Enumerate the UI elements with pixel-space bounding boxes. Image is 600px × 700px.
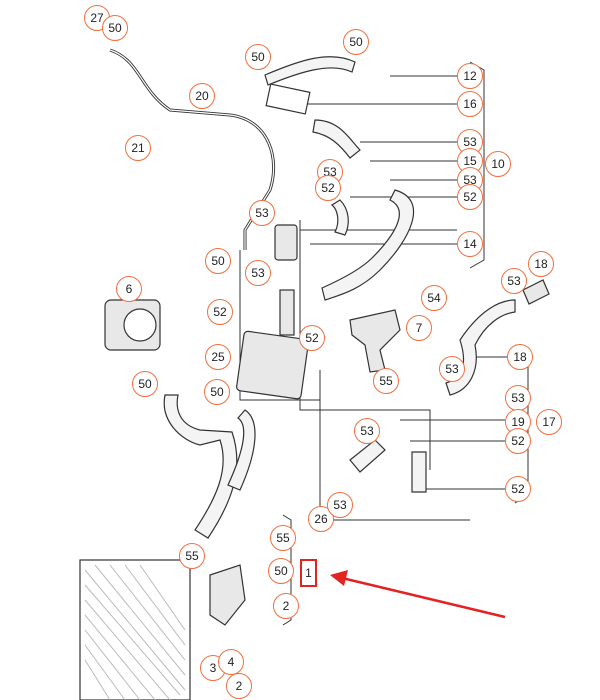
part-callout-55: 55 — [270, 525, 296, 551]
part-callout-52: 52 — [505, 428, 531, 454]
part-callout-50: 50 — [205, 248, 231, 274]
part-callout-52: 52 — [315, 175, 341, 201]
part-callout-18: 18 — [528, 251, 554, 277]
part-callout-25: 25 — [205, 344, 231, 370]
part-callout-53: 53 — [501, 268, 527, 294]
part-callout-53: 53 — [505, 385, 531, 411]
part-callout-55: 55 — [179, 543, 205, 569]
part-callout-53: 53 — [245, 260, 271, 286]
part-callout-53: 53 — [354, 418, 380, 444]
components — [79, 83, 550, 700]
part-callout-2: 2 — [273, 593, 299, 619]
part-callout-54: 54 — [421, 285, 447, 311]
part-callout-50: 50 — [132, 371, 158, 397]
part-callout-4: 4 — [218, 649, 244, 675]
highlight-arrow — [330, 570, 506, 619]
part-callout-16: 16 — [457, 91, 483, 117]
part-callout-14: 14 — [457, 231, 483, 257]
part-callout-26: 26 — [308, 506, 334, 532]
part-callout-50: 50 — [343, 29, 369, 55]
part-callout-52: 52 — [299, 325, 325, 351]
part-callout-53: 53 — [327, 492, 353, 518]
part-callout-53: 53 — [439, 356, 465, 382]
part-callout-52: 52 — [457, 184, 483, 210]
part-callout-52: 52 — [505, 476, 531, 502]
part-callout-50: 50 — [268, 558, 294, 584]
part-callout-7: 7 — [406, 315, 432, 341]
part-callout-50: 50 — [245, 44, 271, 70]
part-callout-52: 52 — [207, 299, 233, 325]
part-number-label: 1 — [305, 566, 312, 580]
radiator-fins — [84, 564, 186, 700]
part-callout-18: 18 — [507, 344, 533, 370]
highlighted-part-1: 1 — [300, 559, 317, 587]
part-callout-50: 50 — [204, 379, 230, 405]
part-callout-17: 17 — [536, 409, 562, 435]
part-callout-2: 2 — [226, 673, 252, 699]
part-callout-53: 53 — [249, 200, 275, 226]
hoses — [163, 56, 516, 539]
part-callout-10: 10 — [485, 151, 511, 177]
part-callout-50: 50 — [102, 15, 128, 41]
part-callout-55: 55 — [373, 368, 399, 394]
part-callout-12: 12 — [457, 63, 483, 89]
part-callout-21: 21 — [125, 135, 151, 161]
part-callout-6: 6 — [116, 276, 142, 302]
part-callout-20: 20 — [189, 83, 215, 109]
